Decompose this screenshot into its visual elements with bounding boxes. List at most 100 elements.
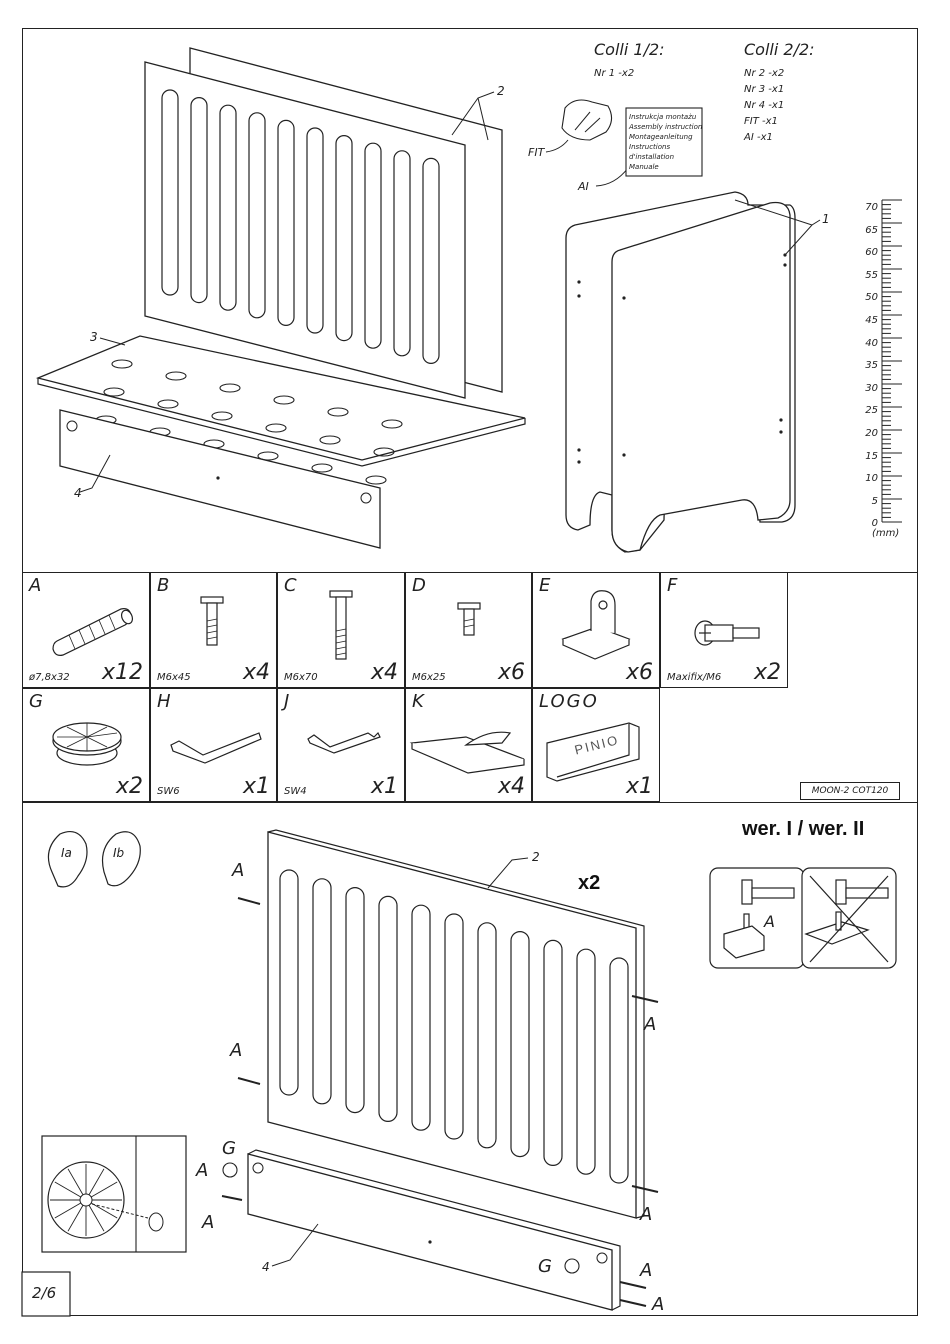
part-spec: M6x25 (412, 672, 446, 683)
part-letter: LOGO (539, 691, 599, 712)
colli-1-title: Colli 1/2: (594, 40, 665, 59)
ruler-label: 65 (865, 224, 878, 236)
part-spec: M6x70 (284, 672, 318, 683)
part-cell-f: F Maxifix/M6 x2 (660, 572, 788, 688)
part-qty: x4 (242, 660, 270, 685)
colli-2-item: AI -x1 (744, 132, 773, 143)
dowel-label-a: A (196, 1160, 209, 1181)
cam-lock-icon (52, 722, 122, 766)
callout-4: 4 (74, 486, 82, 500)
short-bolt-icon (457, 602, 481, 636)
manual-lines: Instrukcja montażu Assembly instruction … (629, 112, 703, 172)
part-qty: x6 (497, 660, 525, 685)
colli-2-items: Nr 2 -x2 Nr 3 -x1 Nr 4 -x1 FIT -x1 AI -x… (744, 66, 784, 146)
bolt-icon (200, 596, 224, 646)
connector-icon (694, 620, 760, 646)
ruler-label: 25 (865, 405, 878, 417)
part-letter: C (284, 575, 297, 596)
colli-1-item: Nr 1 -x2 (594, 68, 635, 79)
ruler-label: 20 (865, 427, 878, 439)
page-number: 2/6 (32, 1284, 57, 1302)
dowel-icon (52, 608, 134, 656)
overview-drawing (35, 47, 902, 553)
hex-key-icon (170, 732, 262, 764)
part-cell-b: B M6x45 x4 (150, 572, 277, 688)
colli-2-item: FIT -x1 (744, 116, 778, 127)
part-letter: J (284, 691, 290, 712)
ruler-label: 60 (865, 247, 878, 259)
dowel-label-a: A (764, 912, 775, 931)
manual-line: Manuale (629, 163, 659, 171)
part-qty: x12 (101, 660, 143, 685)
part-cell-k: K x4 (405, 688, 532, 802)
part-cell-j: J SW4 x1 (277, 688, 405, 802)
part-letter: A (29, 575, 42, 596)
part-cell-d: D M6x25 x6 (405, 572, 532, 688)
cam-label-g: G (222, 1138, 236, 1159)
version-label: wer. I / wer. II (742, 818, 865, 840)
manual-line: Assembly instruction (629, 123, 703, 131)
ruler-label: 5 (871, 495, 878, 507)
manual-line: Instructions d'installation (629, 143, 675, 161)
ruler-label: 0 (871, 518, 878, 530)
front-rail-part-4 (59, 409, 381, 549)
part-spec: SW6 (157, 786, 180, 797)
foot-label-left: Ia (61, 846, 72, 860)
part-spec: ø7,8x32 (29, 672, 70, 683)
small-hex-key-icon (307, 731, 381, 754)
correct-method-box (709, 867, 805, 969)
callout-2: 2 (497, 84, 505, 98)
dowel-label-a: A (640, 1204, 653, 1225)
ruler-label: 30 (865, 382, 878, 394)
ruler-label: 35 (865, 360, 878, 372)
part-letter: K (412, 691, 424, 712)
multiplier-label: x2 (578, 872, 601, 894)
part-qty: x4 (370, 660, 398, 685)
adhesive-pad-icon (409, 731, 525, 774)
part-qty: x2 (753, 660, 781, 685)
part-letter: G (29, 691, 43, 712)
dowel-label-a: A (230, 1040, 243, 1061)
part-qty: x2 (115, 774, 143, 799)
part-letter: D (412, 575, 426, 596)
part-qty: x1 (370, 774, 398, 799)
part-cell-g: G x2 (22, 688, 150, 802)
dowel-label-a: A (652, 1294, 665, 1315)
foot-label-right: Ib (113, 846, 125, 860)
callout-3: 3 (90, 330, 98, 344)
part-letter: B (157, 575, 170, 596)
ruler-labels: 70 65 60 55 50 45 40 35 30 25 20 15 10 5… (850, 197, 878, 536)
manual-line: Instrukcja montażu (629, 113, 697, 121)
ruler-label: 55 (865, 269, 878, 281)
callout-ai: AI (578, 180, 589, 193)
ruler-unit: (mm) (872, 528, 900, 539)
dowel-label-a: A (232, 860, 245, 881)
ruler-label: 40 (865, 337, 878, 349)
part-letter: H (157, 691, 171, 712)
part-cell-e: E x6 (532, 572, 660, 688)
model-code: MOON-2 COT120 (800, 782, 900, 800)
part-qty: x4 (497, 774, 525, 799)
page-number-box (21, 1271, 71, 1317)
part-qty: x1 (625, 774, 653, 799)
colli-2-title: Colli 2/2: (744, 40, 815, 59)
part-letter: E (539, 575, 551, 596)
callout-2-bottom: 2 (532, 850, 540, 864)
dowel-label-a: A (640, 1260, 653, 1281)
ruler-label: 15 (865, 450, 878, 462)
cam-detail-box (41, 1135, 187, 1253)
bracket-icon (561, 590, 631, 660)
callout-1: 1 (822, 212, 830, 226)
parts-band-divider (22, 802, 918, 803)
part-spec: M6x45 (157, 672, 191, 683)
manual-box (625, 107, 703, 177)
part-qty: x6 (625, 660, 653, 685)
part-letter: F (667, 575, 678, 596)
logo-plate-icon (546, 722, 640, 782)
colli-2-item: Nr 2 -x2 (744, 68, 785, 79)
part-cell-logo: LOGO PINIO x1 (532, 688, 660, 802)
ruler-label: 10 (865, 473, 878, 485)
callout-fit: FIT (528, 146, 545, 159)
ruler-label: 50 (865, 292, 878, 304)
